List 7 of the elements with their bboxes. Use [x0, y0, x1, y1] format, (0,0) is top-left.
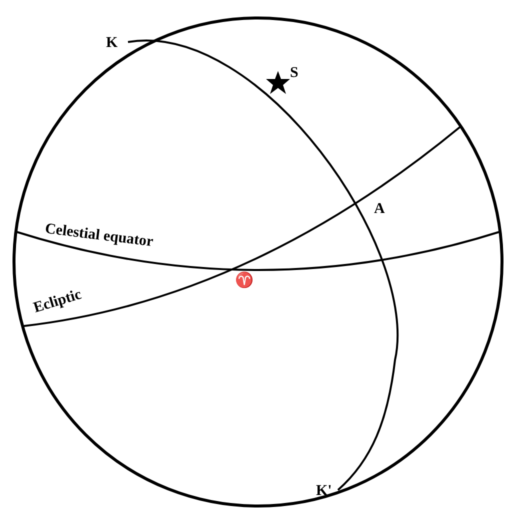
- point-label: K: [106, 36, 118, 51]
- circle-label: Ecliptic: [32, 288, 84, 316]
- point-label: S: [290, 66, 298, 81]
- point-label: A: [374, 202, 385, 217]
- point-label: K': [316, 484, 332, 499]
- circle-label: Celestial equator: [44, 222, 154, 250]
- point-label: ♈: [235, 274, 254, 289]
